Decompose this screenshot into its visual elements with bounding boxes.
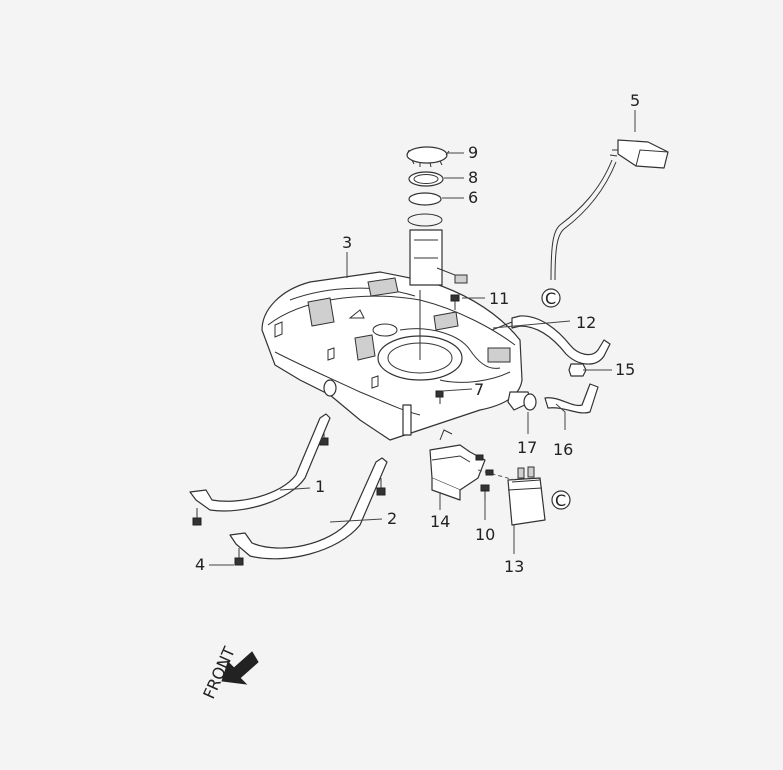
hose-16 bbox=[544, 383, 599, 414]
bracket-14 bbox=[429, 429, 486, 501]
grommet-15 bbox=[568, 363, 587, 377]
bolt-11 bbox=[450, 294, 460, 310]
callout-12: 12 bbox=[576, 313, 596, 332]
callout-4: 4 bbox=[195, 555, 205, 574]
canister-13 bbox=[477, 466, 546, 526]
callout-11: 11 bbox=[489, 289, 509, 308]
strap-1 bbox=[189, 413, 331, 512]
callout-7: 7 bbox=[474, 380, 484, 399]
callout-9: 9 bbox=[468, 143, 478, 162]
connector-c-upper-label: C bbox=[545, 289, 556, 308]
hose-12 bbox=[491, 315, 611, 365]
callout-10: 10 bbox=[475, 525, 495, 544]
callout-14: 14 bbox=[430, 512, 450, 531]
front-indicator: FRONT bbox=[199, 644, 259, 702]
fuel-tank bbox=[261, 271, 523, 441]
callout-6: 6 bbox=[468, 188, 478, 207]
fuel-pump-assembly bbox=[406, 146, 468, 360]
fitting-7 bbox=[435, 390, 444, 404]
bolt-10 bbox=[475, 454, 494, 500]
bolts-4 bbox=[192, 428, 386, 566]
callout-15: 15 bbox=[615, 360, 635, 379]
callout-13: 13 bbox=[504, 557, 524, 576]
callout-3: 3 bbox=[342, 233, 352, 252]
strap-2 bbox=[229, 457, 388, 560]
callout-5: 5 bbox=[630, 91, 640, 110]
connector-c-upper: C bbox=[541, 288, 561, 308]
callout-16: 16 bbox=[553, 440, 573, 459]
clamp-17 bbox=[507, 391, 537, 411]
callout-8: 8 bbox=[468, 168, 478, 187]
connector-c-lower-label: C bbox=[555, 491, 566, 510]
callout-1: 1 bbox=[315, 477, 325, 496]
callout-17: 17 bbox=[517, 438, 537, 457]
connector-c-lower: C bbox=[551, 490, 571, 510]
arrow-down-left-icon bbox=[221, 651, 259, 685]
vapor-valve bbox=[550, 139, 669, 281]
callout-2: 2 bbox=[387, 509, 397, 528]
callouts: 1 2 3 4 5 6 7 8 9 10 11 12 13 14 15 16 1… bbox=[195, 91, 640, 576]
leader-lines bbox=[209, 110, 636, 566]
